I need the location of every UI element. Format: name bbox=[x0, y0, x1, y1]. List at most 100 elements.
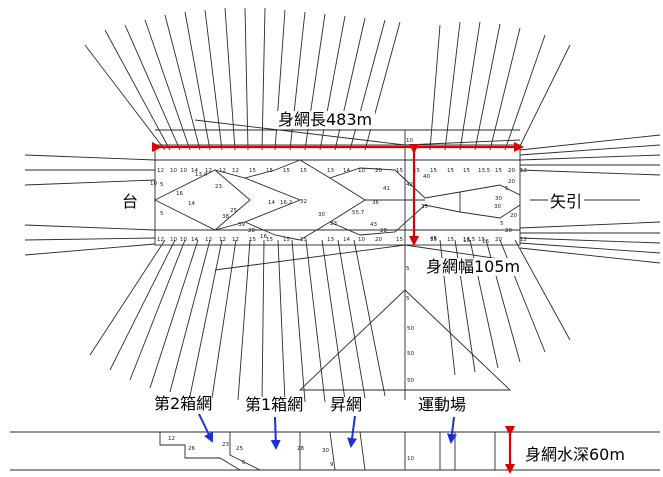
plan-number: 13 bbox=[327, 237, 334, 243]
plan-number: 16.2 bbox=[280, 200, 292, 206]
plan-number: 43 bbox=[370, 222, 377, 228]
plan-number: 12 bbox=[168, 436, 175, 442]
plan-number: 12 bbox=[520, 237, 527, 243]
plan-number: 5 bbox=[406, 296, 410, 302]
plan-number: 20 bbox=[505, 228, 512, 234]
plan-number: 14 bbox=[343, 168, 350, 174]
plan-number: 15 bbox=[283, 168, 290, 174]
plan-number: 10 bbox=[180, 168, 187, 174]
plan-number: 10 bbox=[170, 168, 177, 174]
plan-number: 23 bbox=[215, 184, 222, 190]
plan-number: 14 bbox=[191, 168, 198, 174]
plan-number: 14 bbox=[343, 237, 350, 243]
plan-number: 15 bbox=[396, 237, 403, 243]
plan-number: 10 bbox=[180, 237, 187, 243]
plan-number: 12 bbox=[520, 168, 527, 174]
plan-number: 23 bbox=[222, 442, 229, 448]
plan-number: 26 bbox=[188, 446, 195, 452]
plan-number: 10 bbox=[407, 456, 414, 462]
plan-number: 42 bbox=[406, 182, 413, 188]
plan-number: 28 bbox=[248, 228, 255, 234]
plan-number: 20 bbox=[508, 179, 515, 185]
plan-number: 10 bbox=[150, 181, 157, 187]
plan-number: 50 bbox=[407, 351, 414, 357]
plan-number: 14 bbox=[191, 237, 198, 243]
plan-number: 12 bbox=[157, 237, 164, 243]
plan-number: 9 bbox=[330, 462, 334, 468]
plan-number: 23 bbox=[330, 221, 337, 227]
plan-number: 55.7 bbox=[352, 210, 365, 216]
plan-number: 5 bbox=[406, 266, 410, 272]
plan-number: 40 bbox=[423, 174, 430, 180]
plan-number: 12 bbox=[232, 168, 239, 174]
plan-number: 15 bbox=[266, 237, 273, 243]
plan-number: 15 bbox=[495, 168, 502, 174]
plan-number: 36 bbox=[372, 200, 379, 206]
plan-number: 12 bbox=[157, 168, 164, 174]
plan-number: 5 bbox=[160, 182, 164, 188]
playground-label: 運動場 bbox=[418, 395, 467, 414]
plan-number: 20 bbox=[375, 237, 382, 243]
plan-number: 15 bbox=[396, 168, 403, 174]
plan-number: 15 bbox=[266, 168, 273, 174]
plan-number: 12 bbox=[232, 237, 239, 243]
plan-number: 12 bbox=[219, 237, 226, 243]
plan-number: 10 bbox=[358, 168, 365, 174]
net-length-label: 身網長483m bbox=[275, 111, 376, 129]
dai-label: 台 bbox=[120, 192, 141, 211]
plan-number: 13 bbox=[327, 168, 334, 174]
plan-number: 15 bbox=[249, 237, 256, 243]
plan-number: 25 bbox=[236, 446, 243, 452]
plan-number: 15 bbox=[249, 168, 256, 174]
plan-number: 50 bbox=[407, 326, 414, 332]
net-width-label: 身網幅105m bbox=[423, 258, 524, 276]
plan-number: 15 bbox=[447, 237, 454, 243]
plan-number: 39 bbox=[238, 222, 245, 228]
plan-number: 20 bbox=[495, 237, 502, 243]
rise-arrow bbox=[347, 415, 358, 448]
plan-number: 32 bbox=[300, 199, 307, 205]
plan-number: 15 bbox=[300, 237, 307, 243]
plan-number: 16 bbox=[482, 239, 489, 245]
yabiki-label: 矢引 bbox=[548, 192, 585, 211]
plan-number: 16 bbox=[260, 234, 267, 240]
plan-number: 20 bbox=[375, 168, 382, 174]
plan-number: 15 bbox=[300, 168, 307, 174]
rising-net-label: 昇網 bbox=[330, 395, 363, 414]
ground-arrow bbox=[446, 416, 457, 444]
plan-number: 5 bbox=[505, 186, 509, 192]
plan-number: 6 bbox=[242, 460, 246, 466]
plan-number: 50 bbox=[407, 378, 414, 384]
plan-number: 35 bbox=[421, 204, 428, 210]
plan-number: 12 bbox=[219, 168, 226, 174]
plan-number: 5 bbox=[500, 221, 504, 227]
plan-number: 30 bbox=[322, 448, 329, 454]
plan-number: 15 bbox=[430, 168, 437, 174]
plan-number: 13.5 bbox=[478, 168, 491, 174]
plan-number: 10 bbox=[358, 237, 365, 243]
box-net-2-label: 第2箱網 bbox=[154, 394, 213, 413]
plan-number: 28 bbox=[297, 446, 304, 452]
plan-number: 15 bbox=[430, 237, 437, 243]
plan-number: 12 bbox=[205, 237, 212, 243]
plan-number: 20 bbox=[510, 213, 517, 219]
plan-number: 12 bbox=[205, 168, 212, 174]
plan-number: 5 bbox=[160, 211, 164, 217]
net-depth-label: 身網水深60m bbox=[522, 446, 628, 464]
plan-number: 16 bbox=[176, 191, 183, 197]
plan-number: 25 bbox=[230, 208, 237, 214]
plan-number: 14 bbox=[268, 200, 275, 206]
box2-arrow bbox=[198, 413, 214, 443]
plan-number: 30 bbox=[318, 212, 325, 218]
plan-number: 38 bbox=[222, 214, 229, 220]
plan-number: 13.4 bbox=[195, 172, 208, 178]
plan-number: 28 bbox=[380, 228, 387, 234]
plan-number: 14 bbox=[188, 201, 195, 207]
plan-number: 15 bbox=[463, 238, 470, 244]
plan-number: 15 bbox=[463, 168, 470, 174]
box1-arrow bbox=[270, 416, 281, 450]
net-body-outline bbox=[154, 119, 521, 400]
plan-number: 10 bbox=[170, 237, 177, 243]
